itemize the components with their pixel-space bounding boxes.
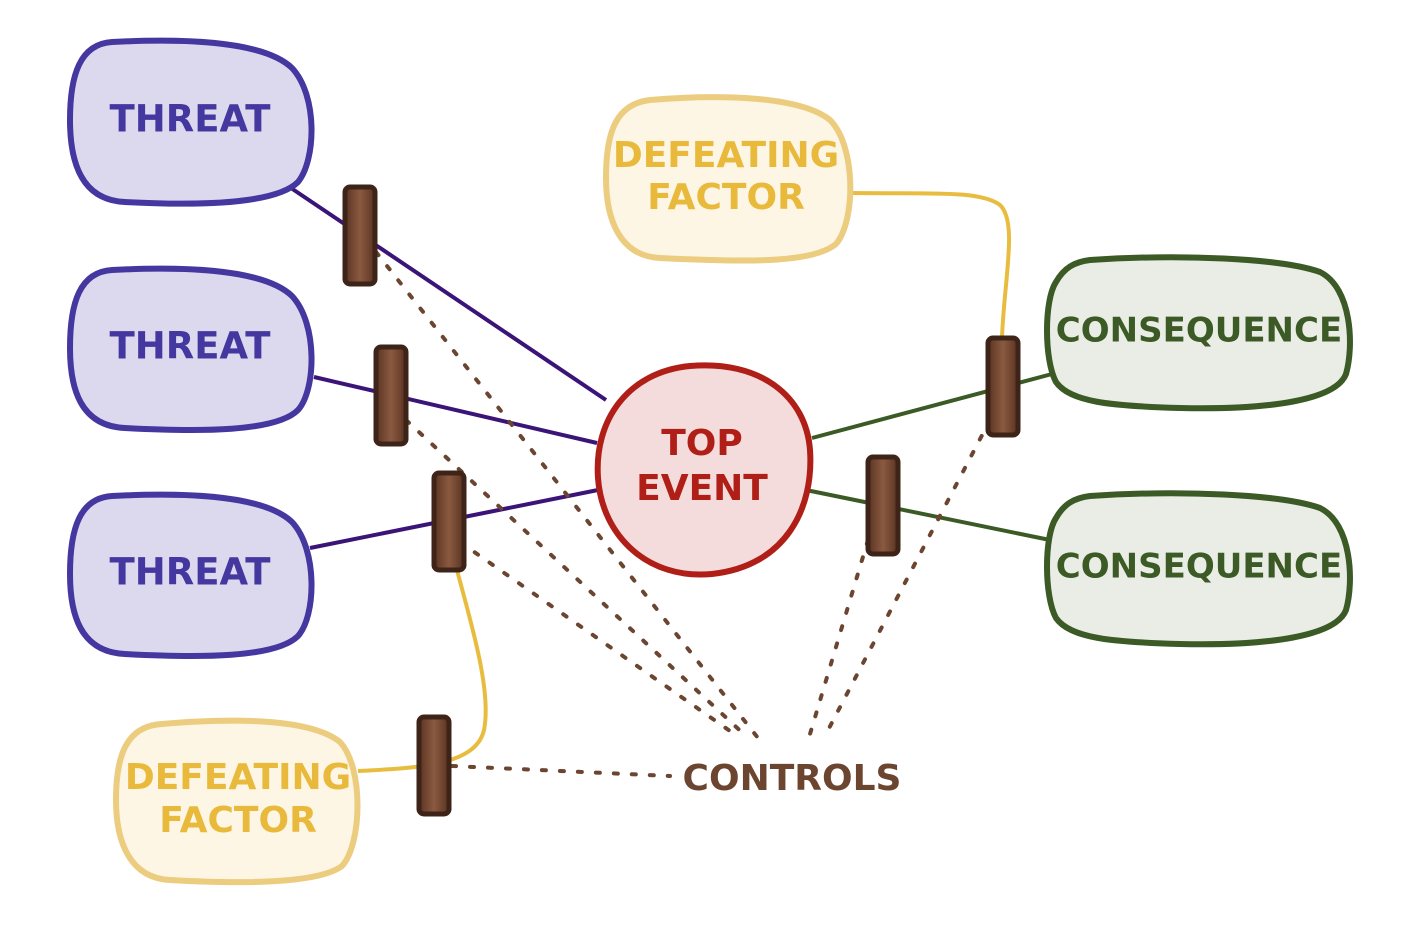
control-barrier-1 [342, 184, 378, 287]
control-barrier-5 [865, 454, 901, 557]
connector-threat-1-top-event [286, 184, 608, 402]
threat-node-1: THREAT [66, 37, 315, 207]
defeating-factor-blob-top [602, 94, 854, 264]
threat-label-3: THREAT [110, 551, 272, 594]
consequence-label-1: CONSEQUENCE [1056, 311, 1342, 351]
defeating-factor-blob-bottom [112, 717, 361, 886]
controls-label: CONTROLS [683, 758, 902, 799]
control-barrier-4 [416, 714, 452, 817]
defeating-factor-label-top-line-2: FACTOR [647, 177, 805, 218]
connector-threat-2-top-event [313, 375, 598, 445]
defeating-factor-label-top-line-1: DEFEATING [613, 135, 839, 176]
dotted-line-control-4 [450, 764, 672, 778]
consequence-node-1: CONSEQUENCE [1044, 254, 1353, 412]
defeating-factor-node-bottom: DEFEATING FACTOR [112, 717, 361, 886]
threat-blob-3 [66, 491, 315, 660]
consequence-blob-1 [1044, 254, 1353, 412]
threat-label-2: THREAT [110, 325, 272, 368]
threat-node-3: THREAT [66, 491, 315, 660]
defeating-factor-node-top: DEFEATING FACTOR [602, 94, 854, 264]
threat-label-1: THREAT [110, 98, 272, 141]
dotted-line-control-3 [458, 540, 742, 740]
connector-defeating-factor-bottom [357, 569, 488, 773]
threat-node-2: THREAT [66, 265, 315, 434]
top-event-label-line-1: TOP [661, 423, 743, 464]
dotted-line-control-6 [824, 418, 992, 736]
control-barrier-2 [373, 344, 409, 447]
threat-blob-2 [66, 265, 315, 434]
connector-defeating-factor-top [851, 191, 1012, 339]
defeating-factor-label-bottom-line-1: DEFEATING [125, 757, 351, 798]
consequence-label-2: CONSEQUENCE [1056, 547, 1342, 587]
top-event-node: TOP EVENT [594, 362, 814, 578]
dotted-line-control-1 [374, 250, 760, 740]
threat-blob-1 [66, 37, 315, 207]
control-barrier-6 [985, 335, 1021, 438]
control-barrier-3 [431, 470, 467, 573]
control-barriers [342, 184, 1021, 817]
top-event-label-line-2: EVENT [636, 468, 768, 509]
top-event-blob [594, 362, 814, 578]
connector-top-event-consequence-2 [805, 488, 1051, 542]
consequence-blob-2 [1044, 490, 1353, 648]
consequence-node-2: CONSEQUENCE [1044, 490, 1353, 648]
defeating-factor-label-bottom-line-2: FACTOR [159, 800, 317, 841]
defeating-factor-connectors [357, 191, 1012, 773]
dotted-line-control-5 [808, 538, 870, 736]
